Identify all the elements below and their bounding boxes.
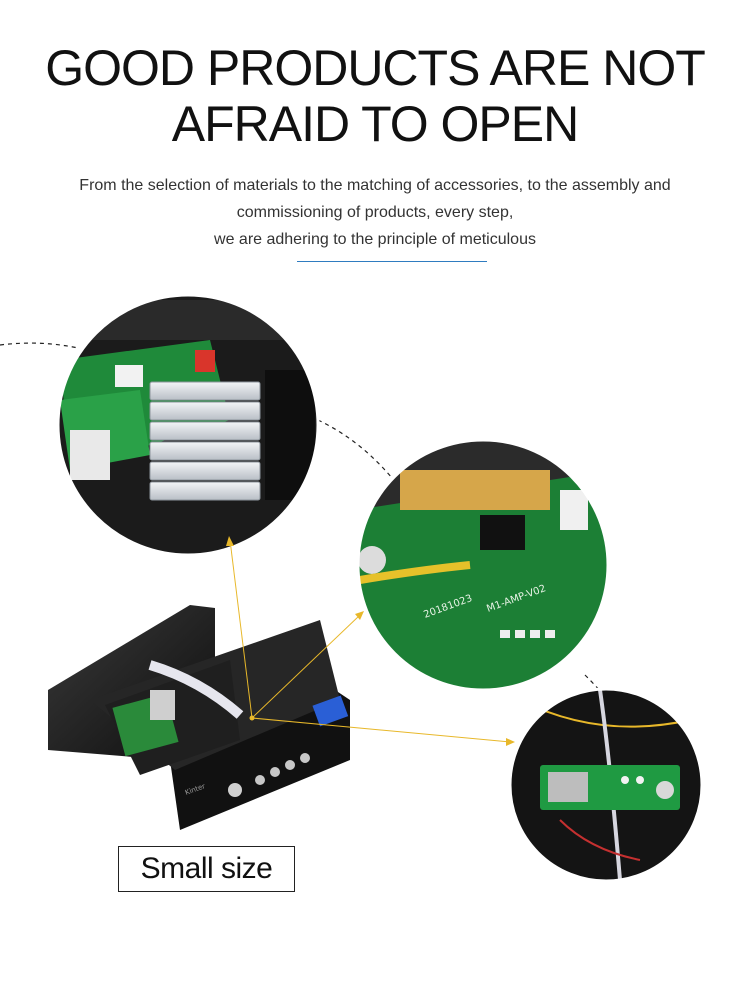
heatsink-fins (149, 381, 261, 501)
headline-line-1: GOOD PRODUCTS ARE NOT (45, 40, 706, 96)
leader-lines (229, 539, 511, 743)
headline-line-2: AFRAID TO OPEN (171, 96, 579, 152)
headline: GOOD PRODUCTS ARE NOT AFRAID TO OPEN (0, 40, 750, 152)
description: From the selection of materials to the m… (40, 172, 710, 253)
closeup-pcb: M1-AMP-V02 20181023 (358, 440, 608, 690)
closeup-heatsink (58, 295, 318, 555)
description-line-2: commissioning of products, every step, (236, 204, 514, 221)
display-panel (312, 695, 349, 727)
size-callout: Small size (118, 846, 295, 892)
amplifier-device: Kinter (48, 605, 350, 830)
dashed-arc-middle (317, 419, 393, 479)
dashed-arc-left (0, 342, 79, 349)
description-line-3: we are adhering to the principle of meti… (214, 231, 536, 248)
description-line-1: From the selection of materials to the m… (79, 177, 671, 194)
closeup-module (510, 689, 702, 881)
title-divider (297, 261, 487, 262)
